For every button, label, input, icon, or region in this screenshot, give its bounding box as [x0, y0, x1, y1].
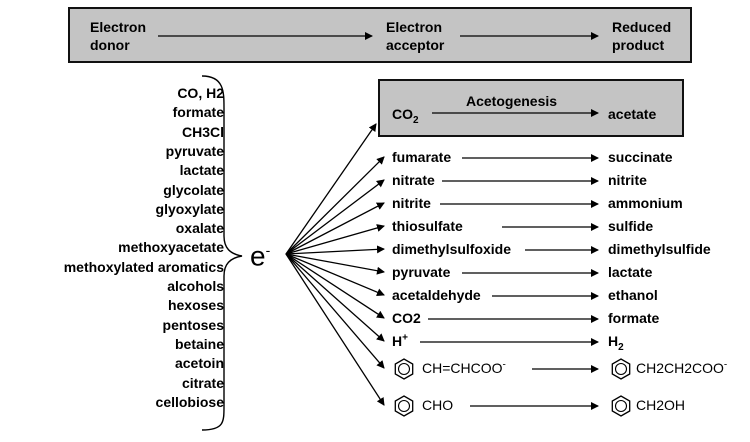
header-box: [68, 7, 692, 63]
header-product-line1: Reduced: [612, 19, 672, 35]
reaction-product: CH2OH: [636, 397, 686, 413]
fan-arrow: [285, 253, 385, 369]
reaction-acceptor: nitrite: [392, 195, 431, 211]
header-electron-donor: Electron donor: [90, 18, 146, 54]
reaction-acceptor: thiosulfate: [392, 218, 463, 234]
donor-item: cellobiose: [155, 393, 224, 410]
electron-symbol: e-: [250, 240, 271, 272]
donor-item: CO, H2: [177, 85, 224, 101]
donor-brace: [201, 75, 243, 431]
reaction-product: dimethylsulfide: [608, 241, 711, 257]
benzene-ring-acceptor: [394, 395, 414, 417]
reaction-acceptor: acetaldehyde: [392, 287, 481, 303]
benzene-rings: [394, 358, 631, 417]
reaction-acceptor: dimethylsulfoxide: [392, 241, 512, 257]
header-electron-acceptor: Electron acceptor: [386, 18, 444, 54]
donor-item: lactate: [179, 162, 224, 179]
donor-item: oxalate: [175, 220, 224, 237]
reaction-acceptor: pyruvate: [392, 264, 451, 280]
fan-arrow: [285, 202, 385, 255]
reaction-product: formate: [608, 310, 660, 326]
donor-item: hexoses: [167, 297, 224, 314]
donor-item: pentoses: [162, 316, 224, 333]
benzene-ring-product: [611, 395, 631, 417]
fan-arrow-acetogenesis: [285, 123, 377, 255]
reaction-product: succinate: [608, 149, 673, 165]
header-acceptor-line1: Electron: [386, 19, 443, 35]
acetogenesis-product: acetate: [608, 106, 657, 122]
reaction-product: ammonium: [608, 195, 683, 211]
donor-item: CH3Cl: [181, 123, 224, 140]
fan-arrow: [285, 253, 385, 275]
donor-item: methoxylated aromatics: [63, 258, 224, 275]
fan-arrow: [285, 253, 385, 319]
header-acceptor-line2: acceptor: [386, 37, 445, 53]
reaction-acceptor: CO2: [392, 310, 421, 326]
donor-item: alcohols: [167, 278, 224, 294]
donor-item: acetoin: [174, 355, 224, 372]
header-donor-line2: donor: [90, 37, 130, 53]
donor-item: formate: [172, 104, 224, 121]
reaction-product: H2: [608, 333, 624, 353]
reaction-product: lactate: [608, 264, 653, 280]
header-donor-line1: Electron: [90, 19, 147, 35]
reaction-acceptor: nitrate: [392, 172, 435, 188]
acetogenesis-title: Acetogenesis: [466, 93, 558, 109]
reaction-arrows: [420, 154, 599, 410]
donor-item: pyruvate: [165, 142, 224, 159]
donor-item: betaine: [174, 335, 224, 352]
donor-item: methoxyacetate: [118, 239, 224, 256]
acetogenesis-acceptor: CO2: [392, 106, 419, 126]
reaction-product: sulfide: [608, 218, 654, 234]
benzene-ring-acceptor: [394, 358, 414, 380]
reaction-acceptor: H+: [392, 332, 408, 349]
benzene-ring-product: [611, 358, 631, 380]
reaction-product: CH2CH2COO-: [636, 359, 728, 376]
fan-arrow: [285, 253, 385, 296]
fan-arrow: [285, 253, 385, 342]
fan-arrow: [285, 179, 385, 255]
fan-arrow: [285, 224, 385, 255]
donor-item: citrate: [181, 374, 224, 391]
reaction-product: ethanol: [608, 287, 658, 303]
reaction-acceptor: CH=CHCOO-: [422, 359, 506, 376]
fan-arrow: [285, 245, 385, 255]
donor-item: glyoxylate: [155, 200, 224, 217]
acetogenesis-box: [378, 79, 684, 137]
fan-arrow: [285, 253, 385, 406]
reaction-acceptor: fumarate: [392, 149, 452, 165]
header-reduced-product: Reduced product: [612, 18, 671, 54]
reaction-product: nitrite: [608, 172, 647, 188]
header-product-line2: product: [612, 37, 665, 53]
donor-item: glycolate: [163, 181, 224, 198]
reaction-acceptor: CHO: [422, 397, 454, 413]
electron-fan-arrows: [285, 123, 385, 406]
fan-arrow: [285, 156, 385, 255]
